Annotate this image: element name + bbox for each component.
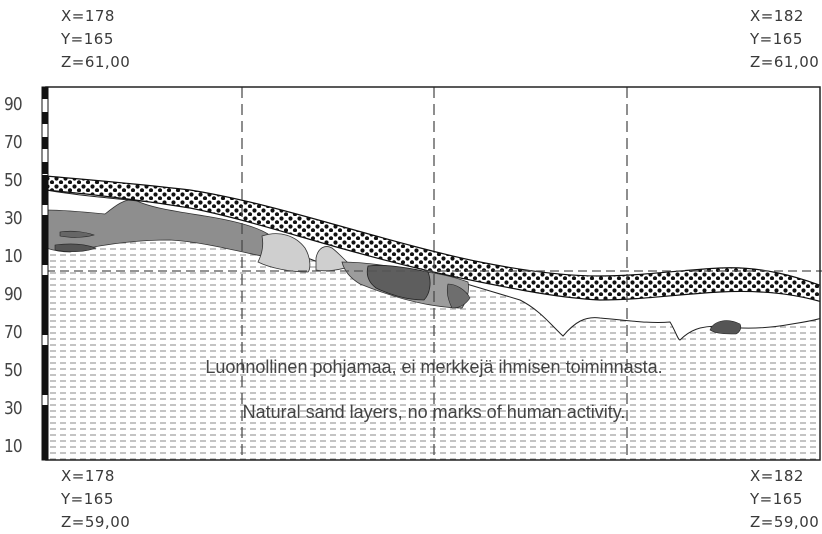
bottom-left-x: X=178 [61,467,115,485]
caption-english: Natural sand layers, no marks of human a… [243,402,626,422]
scale-tick-label: 30 [4,208,23,229]
scale-tick-label: 90 [4,284,23,305]
dark-lens-left-upper [59,230,95,238]
scale-tick-label: 90 [4,94,23,115]
scale-tick-label: 70 [4,322,23,343]
dark-patch-centre [446,283,471,309]
scale-tick-label: 10 [4,246,23,267]
bottom-left-y: Y=165 [61,490,114,508]
vertical-scale-bar [41,86,49,461]
bottom-right-x: X=182 [750,467,804,485]
top-right-z: Z=61,00 [750,53,820,71]
scale-tick-label: 50 [4,360,23,381]
dark-pit-feature [366,265,431,301]
bottom-right-z: Z=59,00 [750,513,820,531]
dark-blob-right [709,320,742,335]
scale-tick-label: 70 [4,132,23,153]
scale-tick-label: 30 [4,398,23,419]
caption-finnish: Luonnollinen pohjamaa, ei merkkejä ihmis… [205,357,662,377]
scale-tick-label: 10 [4,436,23,457]
top-right-coordinates: X=182 Y=165 Z=61,00 [750,5,819,74]
top-right-x: X=182 [750,7,804,25]
light-sediment-lens [257,233,311,273]
bottom-left-z: Z=59,00 [61,513,131,531]
dark-lens-left [54,243,97,253]
top-left-x: X=178 [61,7,115,25]
top-left-z: Z=61,00 [61,53,131,71]
bottom-right-y: Y=165 [750,490,803,508]
top-left-coordinates: X=178 Y=165 Z=61,00 [61,5,130,74]
bottom-right-coordinates: X=182 Y=165 Z=59,00 [750,465,819,534]
gravel-surface-layer [46,175,820,303]
top-left-y: Y=165 [61,30,114,48]
top-right-y: Y=165 [750,30,803,48]
scale-tick-label: 50 [4,170,23,191]
bottom-left-coordinates: X=178 Y=165 Z=59,00 [61,465,130,534]
